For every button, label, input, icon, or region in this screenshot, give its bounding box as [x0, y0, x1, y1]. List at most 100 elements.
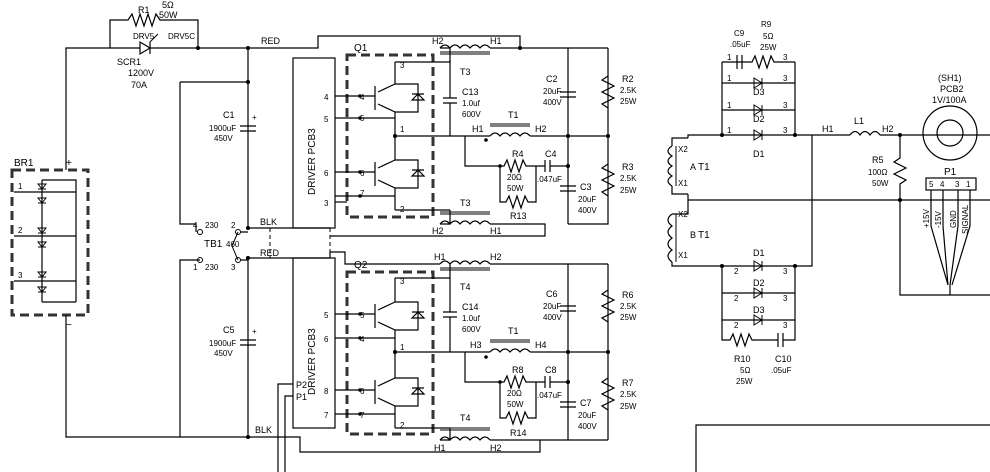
svg-text:SCR1: SCR1 [117, 57, 141, 67]
svg-text:1: 1 [727, 74, 732, 83]
svg-text:50W: 50W [159, 10, 178, 20]
svg-text:C8: C8 [545, 365, 557, 375]
svg-text:H1: H1 [490, 36, 502, 46]
svg-text:3: 3 [783, 74, 788, 83]
svg-text:X1: X1 [678, 251, 688, 260]
svg-text:D1: D1 [753, 248, 765, 258]
svg-text:5: 5 [929, 180, 934, 189]
svg-text:20uF: 20uF [578, 195, 596, 204]
svg-text:3: 3 [400, 61, 405, 70]
bridge-rectifier-br1: BR1 + − 1 2 3 [10, 47, 248, 438]
svg-text:2.5K: 2.5K [620, 302, 637, 311]
svg-text:BLK: BLK [255, 425, 272, 435]
svg-text:H2: H2 [490, 252, 502, 262]
svg-text:1: 1 [727, 101, 732, 110]
svg-text:Q2: Q2 [354, 260, 368, 271]
svg-text:400V: 400V [578, 206, 597, 215]
svg-text:3: 3 [783, 101, 788, 110]
svg-text:C6: C6 [546, 289, 558, 299]
svg-text:1: 1 [18, 182, 23, 191]
output-inductor-sensor: H1 L1 H2 R5 100Ω 50W (SH1) PCB2 1V/100A … [795, 73, 990, 296]
svg-text:R2: R2 [622, 74, 634, 84]
svg-text:70A: 70A [131, 80, 147, 90]
svg-text:+: + [252, 327, 257, 336]
svg-text:100Ω: 100Ω [868, 168, 887, 177]
svg-text:Q1: Q1 [354, 43, 368, 54]
br1-plus: + [66, 158, 72, 169]
svg-text:R4: R4 [512, 149, 524, 159]
svg-text:H2: H2 [535, 124, 547, 134]
svg-text:1V/100A: 1V/100A [932, 95, 967, 105]
svg-text:50W: 50W [507, 184, 524, 193]
precharge-r1-scr1: R1 5Ω 50W DRV5 DRV5C SCR1 1200V 70A [109, 0, 250, 90]
svg-text:+: + [252, 113, 257, 122]
svg-text:2.5K: 2.5K [620, 86, 637, 95]
svg-text:5Ω: 5Ω [763, 32, 773, 41]
svg-text:1: 1 [400, 125, 405, 134]
svg-text:C1: C1 [223, 110, 235, 120]
svg-text:1900uF: 1900uF [209, 339, 236, 348]
svg-text:7: 7 [360, 411, 365, 420]
svg-text:H2: H2 [490, 443, 502, 453]
svg-text:H2: H2 [432, 36, 444, 46]
svg-text:8: 8 [324, 387, 329, 396]
svg-text:C4: C4 [545, 149, 557, 159]
svg-text:600V: 600V [462, 325, 481, 334]
svg-text:230: 230 [205, 263, 219, 272]
svg-text:2: 2 [400, 421, 405, 430]
svg-text:25W: 25W [620, 313, 637, 322]
svg-text:400V: 400V [543, 98, 562, 107]
svg-text:P2: P2 [296, 380, 307, 390]
svg-text:R3: R3 [622, 162, 634, 172]
svg-text:.05uF: .05uF [771, 366, 792, 375]
svg-text:H1: H1 [434, 252, 446, 262]
svg-text:C9: C9 [734, 29, 745, 38]
svg-text:H1: H1 [822, 124, 834, 134]
svg-text:.05uF: .05uF [730, 40, 751, 49]
svg-text:450V: 450V [214, 134, 233, 143]
svg-text:+15V: +15V [922, 208, 931, 228]
svg-text:1: 1 [727, 53, 732, 62]
svg-text:C7: C7 [580, 398, 592, 408]
svg-text:5: 5 [324, 311, 329, 320]
svg-text:1: 1 [193, 263, 198, 272]
svg-text:DRV5C: DRV5C [168, 32, 195, 41]
svg-text:25W: 25W [620, 402, 637, 411]
svg-text:C2: C2 [546, 74, 558, 84]
svg-text:25W: 25W [620, 97, 637, 106]
output-transformer-t1: X2 X1 A T1 X2 X1 B T1 [667, 134, 990, 472]
svg-text:C10: C10 [775, 354, 792, 364]
svg-text:P1: P1 [944, 167, 957, 178]
svg-text:DRIVER PCB3: DRIVER PCB3 [307, 128, 318, 195]
svg-text:T1: T1 [508, 110, 519, 120]
svg-text:H3: H3 [470, 340, 482, 350]
svg-text:3: 3 [231, 263, 236, 272]
svg-text:R1: R1 [138, 5, 150, 15]
svg-text:GND: GND [949, 210, 958, 228]
svg-text:50W: 50W [872, 179, 889, 188]
svg-text:20uF: 20uF [543, 302, 561, 311]
svg-text:2.5K: 2.5K [620, 390, 637, 399]
svg-text:3: 3 [783, 321, 788, 330]
svg-text:20uF: 20uF [543, 87, 561, 96]
svg-text:600V: 600V [462, 110, 481, 119]
svg-text:C14: C14 [462, 302, 479, 312]
svg-text:1200V: 1200V [128, 68, 154, 78]
svg-text:3: 3 [400, 277, 405, 286]
svg-text:C3: C3 [580, 182, 592, 192]
svg-text:50W: 50W [507, 400, 524, 409]
svg-text:D1: D1 [753, 149, 765, 159]
svg-text:T4: T4 [460, 413, 471, 423]
svg-text:20Ω: 20Ω [507, 389, 522, 398]
svg-text:2.5K: 2.5K [620, 174, 637, 183]
svg-text:2: 2 [18, 226, 23, 235]
svg-text:5: 5 [324, 115, 329, 124]
svg-text:2: 2 [734, 267, 739, 276]
igbt-module-q1: Q1 3 4 5 1 6 7 2 4 5 6 3 [324, 43, 465, 219]
svg-text:R6: R6 [622, 290, 634, 300]
svg-text:4: 4 [360, 335, 365, 344]
igbt-module-q2: Q2 3 1 2 5 6 8 7 5 4 6 7 [324, 260, 465, 436]
svg-text:400V: 400V [543, 313, 562, 322]
svg-text:3: 3 [324, 199, 329, 208]
